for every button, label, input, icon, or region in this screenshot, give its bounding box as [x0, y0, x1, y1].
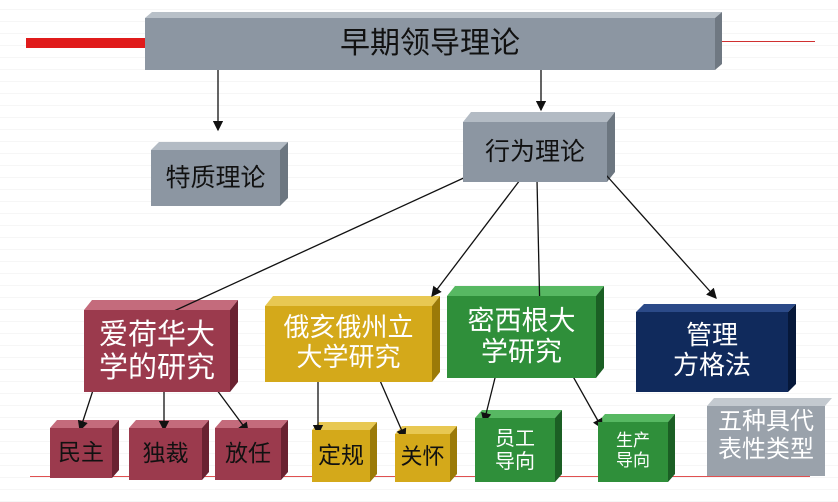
node-trait-theory-label: 特质理论	[165, 162, 266, 192]
title-accent-line	[715, 41, 815, 42]
title-accent-bar	[26, 38, 151, 48]
node-production-oriented: 生产 导向	[598, 422, 668, 482]
node-ohio-study: 俄亥俄州立 大学研究	[265, 306, 432, 382]
title-box-top	[145, 12, 722, 18]
node-laissez-faire: 放任	[215, 428, 281, 480]
node-consideration-label: 关怀	[400, 445, 445, 471]
node-iowa-study-label: 爱荷华大 学的研究	[98, 316, 215, 384]
node-autocratic: 独裁	[129, 428, 202, 480]
node-behavior-theory-label: 行为理论	[484, 136, 585, 166]
node-trait-theory: 特质理论	[151, 150, 280, 206]
diagram-title: 早期领导理论	[340, 25, 520, 61]
node-behavior-theory: 行为理论	[463, 122, 607, 182]
title-box: 早期领导理论	[145, 18, 715, 70]
node-ohio-study-label: 俄亥俄州立 大学研究	[283, 313, 414, 373]
node-employee-oriented: 员工 导向	[475, 418, 555, 482]
node-iowa-study: 爱荷华大 学的研究	[84, 310, 230, 392]
node-production-oriented-label: 生产 导向	[616, 431, 650, 471]
node-michigan-study-label: 密西根大 学研究	[467, 305, 576, 368]
node-laissez-faire-label: 放任	[225, 440, 271, 467]
node-five-types: 五种具代 表性类型	[707, 406, 825, 476]
node-autocratic-label: 独裁	[142, 440, 189, 467]
node-democratic-label: 民主	[58, 439, 104, 466]
node-initiating-structure: 定规	[312, 430, 370, 482]
title-box-side	[715, 12, 722, 70]
node-employee-oriented-label: 员工 导向	[495, 426, 535, 473]
connector-arrows	[77, 64, 717, 440]
node-managerial-grid-label: 管理 方格法	[672, 321, 751, 381]
node-michigan-study: 密西根大 学研究	[447, 296, 596, 378]
node-consideration: 关怀	[395, 434, 450, 482]
node-managerial-grid: 管理 方格法	[636, 312, 788, 392]
node-initiating-structure-label: 定规	[318, 442, 364, 469]
node-five-types-label: 五种具代 表性类型	[718, 407, 814, 463]
node-democratic: 民主	[50, 428, 112, 478]
